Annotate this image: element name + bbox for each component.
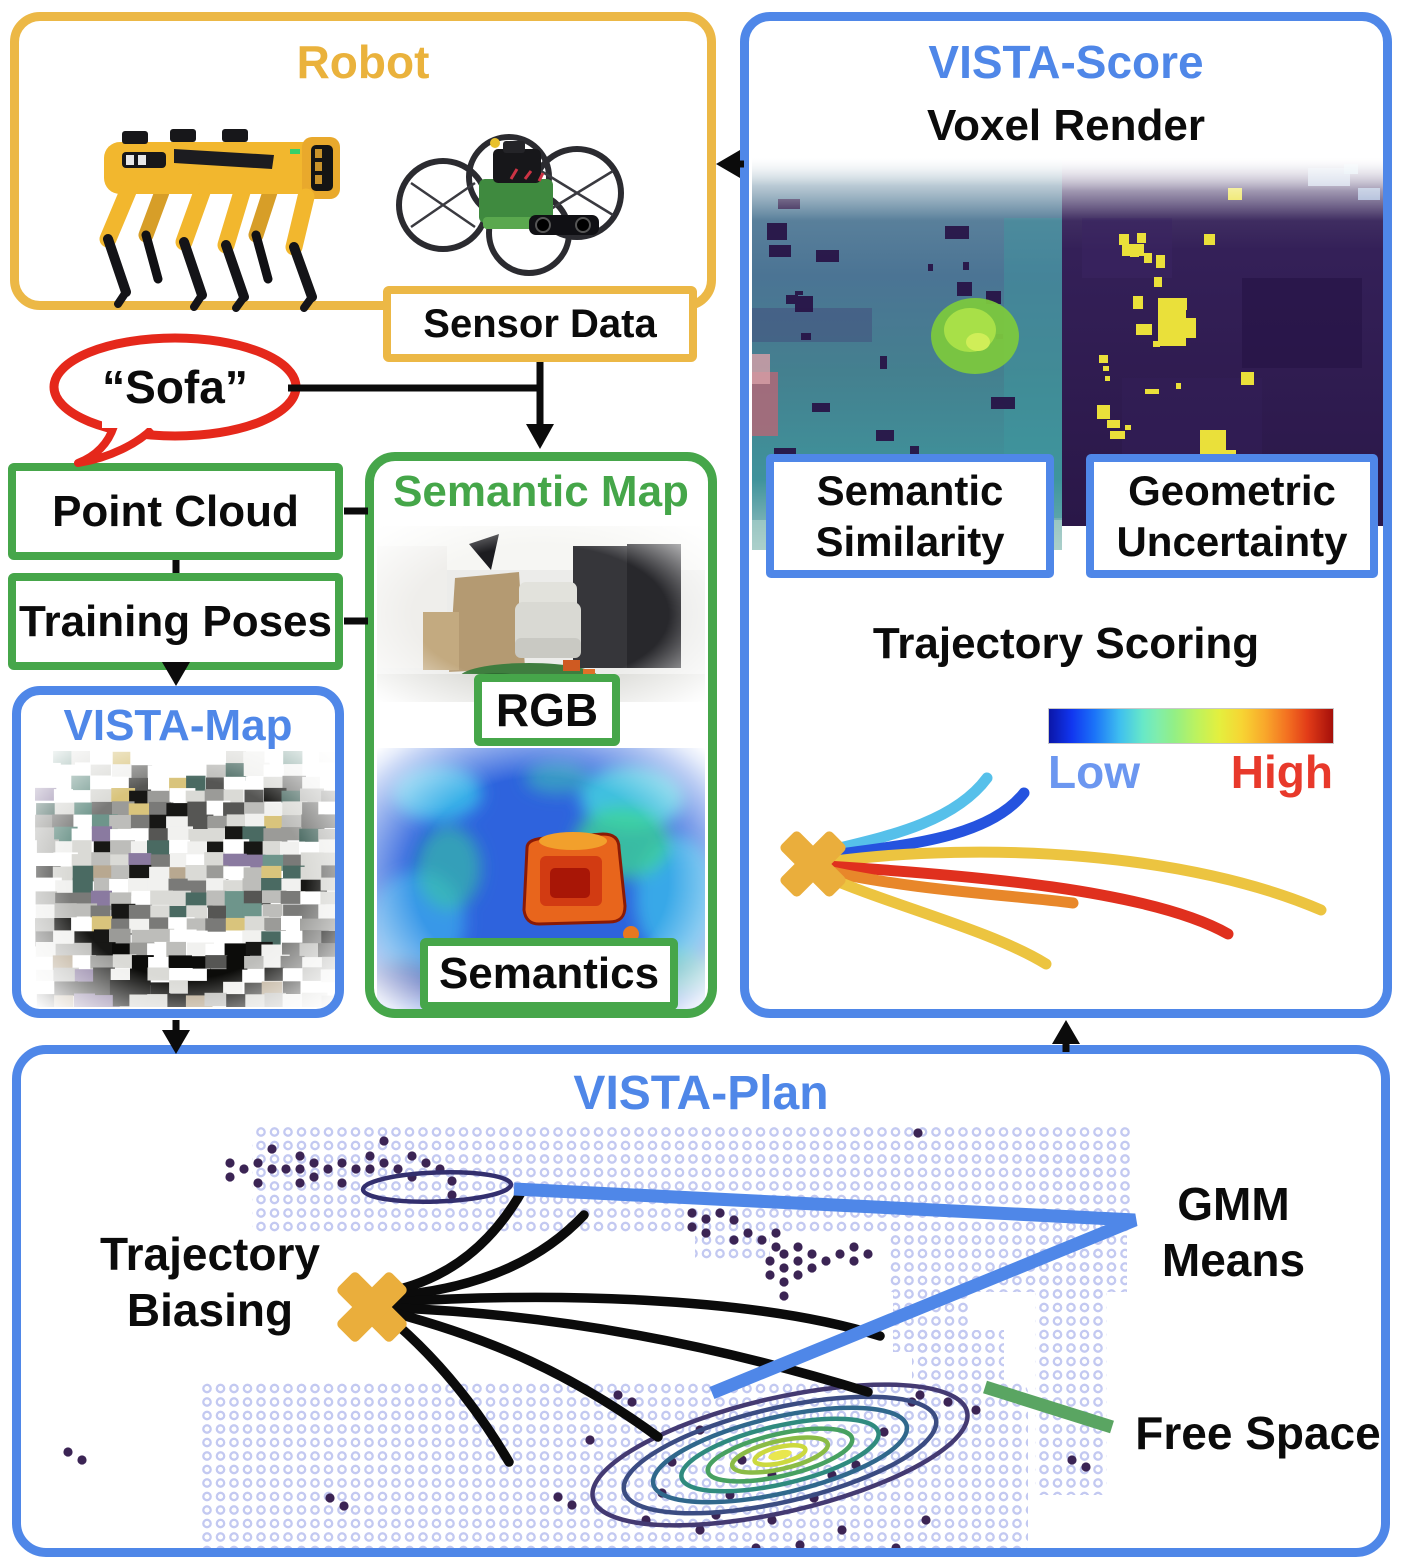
vista-plan-title: VISTA-Plan bbox=[573, 1067, 829, 1120]
vista-score-title: VISTA-Score bbox=[928, 36, 1204, 88]
robot-box: Robot bbox=[10, 12, 716, 312]
semantic-map-box: Semantic Map RGB bbox=[365, 452, 717, 1018]
semantic-similarity-label-line2: Similarity bbox=[815, 518, 1005, 565]
gmm-means-pointer bbox=[513, 1182, 1138, 1400]
training-poses-label: Training Poses bbox=[19, 596, 332, 646]
trajectory-biasing-label: Trajectory Biasing bbox=[60, 1226, 360, 1338]
rgb-label: RGB bbox=[495, 684, 599, 736]
semantic-similarity-label-box: Semantic Similarity bbox=[766, 454, 1054, 578]
geometric-uncertainty-label-line2: Uncertainty bbox=[1116, 518, 1348, 565]
robot-position-marker-plan bbox=[337, 1272, 407, 1342]
semantics-label-box: Semantics bbox=[420, 938, 678, 1009]
gmm-density-contours bbox=[590, 1382, 970, 1528]
colorbar-high-label: High bbox=[1230, 746, 1333, 798]
vista-map-voxel-image bbox=[35, 751, 335, 1007]
trajectory-orange bbox=[817, 864, 1079, 909]
biased-trajectories bbox=[382, 1186, 885, 1467]
robot-title: Robot bbox=[296, 36, 430, 88]
vista-score-box: VISTA-Score Voxel Render bbox=[740, 12, 1392, 1018]
training-poses-box: Training Poses bbox=[8, 573, 343, 670]
semantic-similarity-label-line1: Semantic bbox=[816, 466, 1004, 514]
free-space-label: Free Space bbox=[1135, 1407, 1381, 1459]
sensor-data-box: Sensor Data bbox=[383, 286, 697, 362]
geometric-uncertainty-label-line1: Geometric bbox=[1128, 466, 1336, 514]
free-space-pointer bbox=[983, 1380, 1114, 1434]
trajectory-biasing-line2: Biasing bbox=[126, 1284, 294, 1337]
score-colorbar bbox=[1048, 708, 1334, 744]
voxel-render-heading: Voxel Render bbox=[927, 101, 1205, 150]
gmm-means-label: GMM Means bbox=[1136, 1176, 1331, 1288]
sofa-speech-bubble: “Sofa” bbox=[49, 333, 301, 467]
gmm-mean-ellipse bbox=[360, 1170, 514, 1204]
geometric-uncertainty-label-box: Geometric Uncertainty bbox=[1086, 454, 1378, 578]
robot-position-marker-score bbox=[780, 831, 846, 897]
trajectory-red bbox=[820, 860, 1234, 940]
sofa-text: “Sofa” bbox=[102, 361, 248, 413]
spot-robot-image bbox=[99, 129, 340, 312]
semantics-label: Semantics bbox=[438, 949, 660, 998]
vista-map-box: VISTA-Map bbox=[12, 686, 344, 1018]
rgb-label-box: RGB bbox=[474, 674, 620, 746]
trajectory-yellow-low bbox=[814, 868, 1052, 970]
drone-image bbox=[396, 134, 624, 276]
gmm-means-line2: Means bbox=[1161, 1234, 1306, 1287]
vista-map-title: VISTA-Map bbox=[63, 701, 293, 750]
sensor-to-semantic-arrow bbox=[526, 362, 554, 449]
vista-plan-box: VISTA-Plan Trajectory Biasing GMM Means … bbox=[12, 1045, 1390, 1557]
trajectory-biasing-line1: Trajectory bbox=[100, 1228, 320, 1280]
trajectory-scoring-heading: Trajectory Scoring bbox=[872, 619, 1260, 668]
colorbar-low-label: Low bbox=[1048, 746, 1140, 798]
point-cloud-label: Point Cloud bbox=[52, 486, 299, 536]
sensor-data-label: Sensor Data bbox=[423, 301, 657, 346]
gmm-means-line1: GMM bbox=[1177, 1178, 1290, 1230]
semantic-map-title: Semantic Map bbox=[393, 467, 689, 516]
point-cloud-box: Point Cloud bbox=[8, 463, 343, 560]
scored-trajectories-graphic bbox=[780, 772, 1327, 970]
vista-plan-graphic bbox=[63, 1127, 1138, 1548]
trajectory-blue bbox=[820, 787, 1030, 862]
trajectory-yellow-long bbox=[822, 846, 1327, 916]
